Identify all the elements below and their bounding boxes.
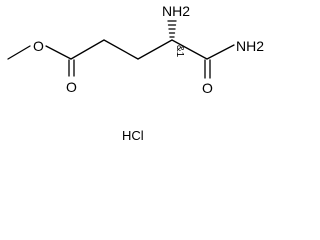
- amine-label: NH2: [162, 3, 190, 19]
- amide-nitrogen-label: NH2: [236, 38, 264, 54]
- bond-amide-nh2: [206, 44, 235, 60]
- bond-oxygen-carbonyl: [45, 45, 72, 60]
- hashed-wedge-bond: [167, 20, 177, 38]
- salt-label: HCl: [122, 128, 144, 143]
- bond-methyl-oxygen: [7, 45, 31, 60]
- bond-layer: [7, 20, 235, 79]
- stereo-annotation: &1: [174, 45, 185, 58]
- ester-oxygen-label: O: [33, 38, 44, 54]
- amide-carbonyl-oxygen-label: O: [202, 80, 213, 96]
- bond-alpha-amide: [171, 39, 208, 60]
- structure-canvas: O O NH2 NH2 O &1 HCl: [7, 3, 264, 143]
- bond-carbonyl-ch2: [70, 39, 105, 60]
- bond-ch2-alpha: [137, 39, 173, 60]
- ester-carbonyl-oxygen-label: O: [66, 79, 77, 95]
- chemical-structure: O O NH2 NH2 O &1 HCl: [7, 3, 264, 143]
- bond-ch2-ch2: [103, 39, 139, 60]
